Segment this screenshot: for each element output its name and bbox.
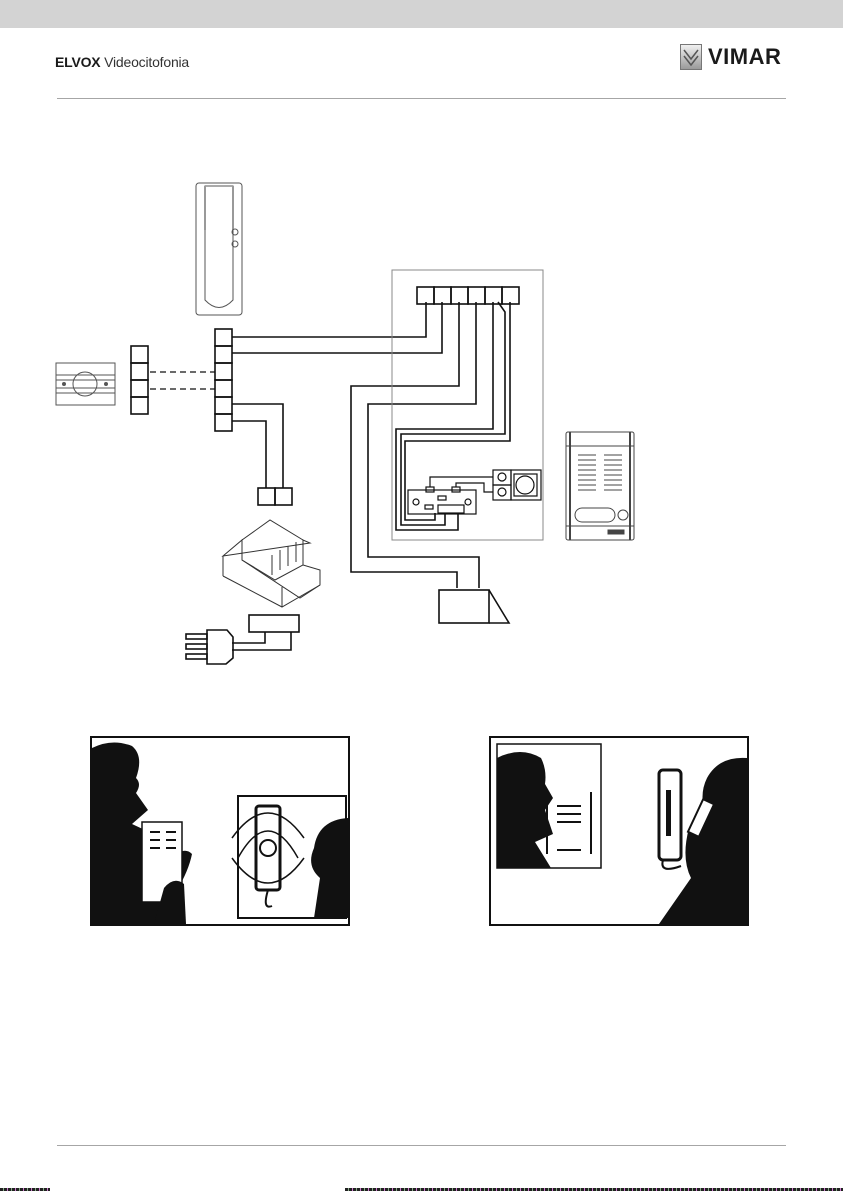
door-lock-icon	[438, 589, 511, 624]
door-panel-icon	[565, 431, 635, 541]
terminal-block-icon	[214, 328, 233, 432]
vimar-logo-icon	[680, 44, 702, 70]
brand-bold: ELVOX	[55, 54, 101, 70]
wires	[232, 301, 511, 588]
brand-light: Videocitofonia	[104, 54, 190, 70]
header-rule	[57, 98, 786, 99]
brand-title: ELVOX Videocitofonia	[55, 54, 189, 70]
connector-icon	[257, 487, 293, 506]
footer-rule	[57, 1145, 786, 1146]
footer-artifact-left	[0, 1188, 50, 1191]
wiring-diagram	[55, 182, 635, 665]
bell-icon	[55, 362, 116, 406]
power-supply-icon	[221, 519, 321, 608]
plug-icon	[185, 614, 300, 665]
intercom-handset-icon	[195, 182, 243, 316]
visitor-call-illustration	[90, 736, 350, 926]
dashed-wires	[150, 371, 215, 390]
vimar-logo-text: VIMAR	[708, 44, 782, 69]
panel-frame	[391, 269, 544, 541]
terminal-block-icon	[416, 286, 520, 305]
vimar-logo: VIMAR	[680, 44, 781, 70]
resident-answer-illustration	[489, 736, 749, 926]
circuit-board-icon	[407, 469, 542, 515]
terminal-block-icon	[130, 345, 149, 415]
top-bar	[0, 0, 843, 28]
footer-artifact-right	[345, 1188, 843, 1191]
